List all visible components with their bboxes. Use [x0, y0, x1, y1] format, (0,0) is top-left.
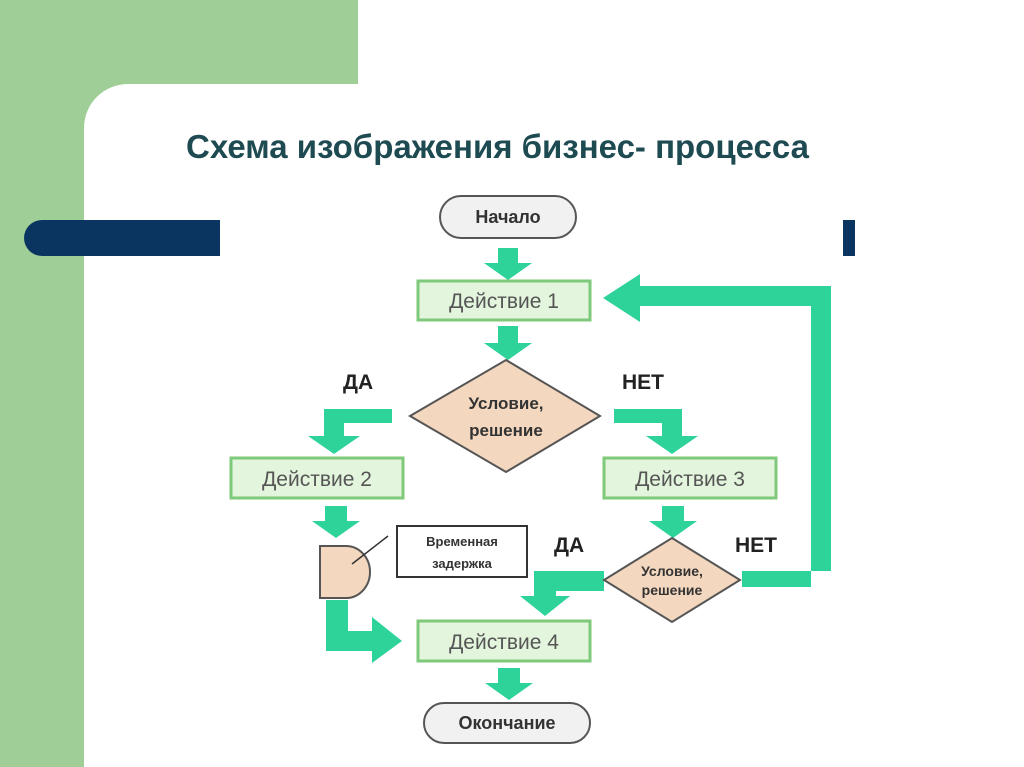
navy-accent-tick: [843, 220, 855, 256]
action1-label: Действие 1: [449, 290, 559, 313]
navy-accent-bar: [24, 220, 220, 256]
condition2-label-line2: решение: [642, 582, 703, 598]
action1-box: [416, 279, 592, 322]
arrow-delay-to-action4: [326, 600, 402, 663]
condition2-label-line1: Условие,: [641, 563, 703, 579]
yes1-label: ДА: [343, 371, 373, 394]
end-label: Окончание: [458, 713, 555, 733]
action4-box: [416, 619, 592, 663]
action3-label: Действие 3: [635, 468, 745, 491]
action4-label: Действие 4: [449, 631, 559, 654]
delay-note-box: [396, 525, 528, 578]
arrow-condition1-to-action3: [614, 409, 698, 454]
delay-shape: [319, 545, 371, 599]
condition1-label-line2: решение: [469, 421, 543, 440]
arrow-action2-to-delay: [312, 506, 360, 538]
action2-box: [229, 456, 405, 500]
arrow-action3-to-condition2: [649, 506, 697, 538]
arrow-action1-to-condition1: [484, 326, 532, 360]
action3-box: [602, 456, 778, 500]
condition2-diamond: [602, 536, 742, 624]
condition1-label-line1: Условие,: [469, 394, 544, 413]
arrow-condition1-to-action2: [308, 409, 392, 454]
action2-label: Действие 2: [262, 468, 372, 491]
condition1-diamond: [408, 358, 602, 474]
arrow-condition2-loop-to-action1: [603, 274, 831, 587]
delay-note-connector: [351, 535, 389, 565]
no2-label: НЕТ: [735, 534, 777, 557]
slide-title: Схема изображения бизнес- процесса: [186, 128, 810, 165]
end-terminal: [423, 702, 591, 744]
start-label: Начало: [475, 207, 540, 227]
arrow-condition2-to-action4: [520, 571, 604, 616]
arrow-action4-to-end: [485, 668, 533, 700]
delay-note-line2: задержка: [432, 556, 492, 571]
no1-label: НЕТ: [622, 371, 664, 394]
start-terminal: [439, 195, 577, 239]
arrow-start-to-action1: [484, 248, 532, 280]
yes2-label: ДА: [554, 534, 584, 557]
delay-note-line1: Временная: [426, 534, 498, 549]
